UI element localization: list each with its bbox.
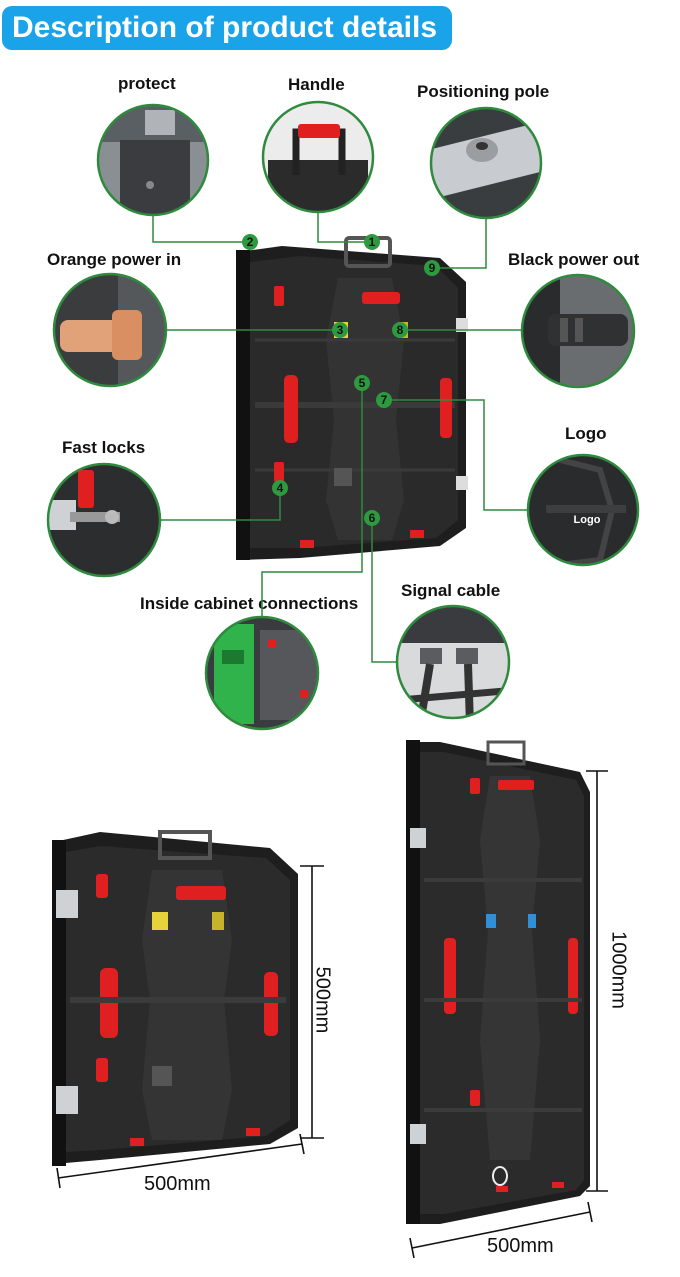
detail-protect [96, 103, 210, 217]
marker-4: 4 [272, 480, 288, 496]
svg-text:7: 7 [381, 393, 388, 407]
tall-dimension-lines [409, 770, 608, 1259]
main-cabinet [236, 236, 468, 560]
label-black-power-out: Black power out [508, 250, 640, 269]
detail-signal-cable [395, 604, 511, 720]
label-positioning-pole: Positioning pole [417, 82, 550, 101]
small-dimension-lines [56, 865, 324, 1189]
marker-2: 2 [242, 234, 258, 250]
marker-8: 8 [392, 322, 408, 338]
detail-fast-locks [46, 462, 162, 578]
detail-positioning-pole [429, 106, 543, 220]
svg-text:3: 3 [337, 323, 344, 337]
markers: 1 2 3 4 5 6 7 8 9 [242, 234, 440, 526]
label-fast-locks: Fast locks [62, 438, 146, 457]
detail-logo: Logo [526, 453, 640, 567]
dim-large-width: 500mm [487, 1235, 554, 1257]
svg-text:2: 2 [247, 235, 254, 249]
tall-cabinet [406, 740, 590, 1224]
dim-small-height: 500mm [311, 966, 334, 1034]
header-banner: Description of product details [2, 6, 452, 50]
svg-text:1: 1 [369, 235, 376, 249]
dim-large-height: 1000mm [607, 931, 630, 1009]
logo-badge-text: Logo [574, 514, 601, 526]
svg-text:4: 4 [277, 481, 284, 495]
label-protect: protect [118, 74, 176, 93]
marker-3: 3 [332, 322, 348, 338]
detail-inside-cabinet [204, 615, 320, 731]
label-inside-cabinet: Inside cabinet connections [140, 594, 359, 613]
marker-7: 7 [376, 392, 392, 408]
small-cabinet [52, 830, 298, 1166]
svg-text:6: 6 [369, 511, 376, 525]
marker-5: 5 [354, 375, 370, 391]
label-logo: Logo [565, 424, 607, 443]
detail-handle [261, 100, 375, 214]
leader-lines [152, 210, 528, 663]
dim-small-width: 500mm [144, 1173, 211, 1195]
label-orange-power-in: Orange power in [47, 250, 182, 269]
page-title: Description of product details [12, 11, 438, 44]
label-handle: Handle [288, 75, 345, 94]
marker-1: 1 [364, 234, 380, 250]
svg-text:5: 5 [359, 376, 366, 390]
marker-6: 6 [364, 510, 380, 526]
svg-text:9: 9 [429, 261, 436, 275]
marker-9: 9 [424, 260, 440, 276]
detail-black-power-out [520, 273, 636, 389]
label-signal-cable: Signal cable [401, 581, 501, 600]
detail-orange-power-in [52, 272, 168, 388]
svg-text:8: 8 [397, 323, 404, 337]
